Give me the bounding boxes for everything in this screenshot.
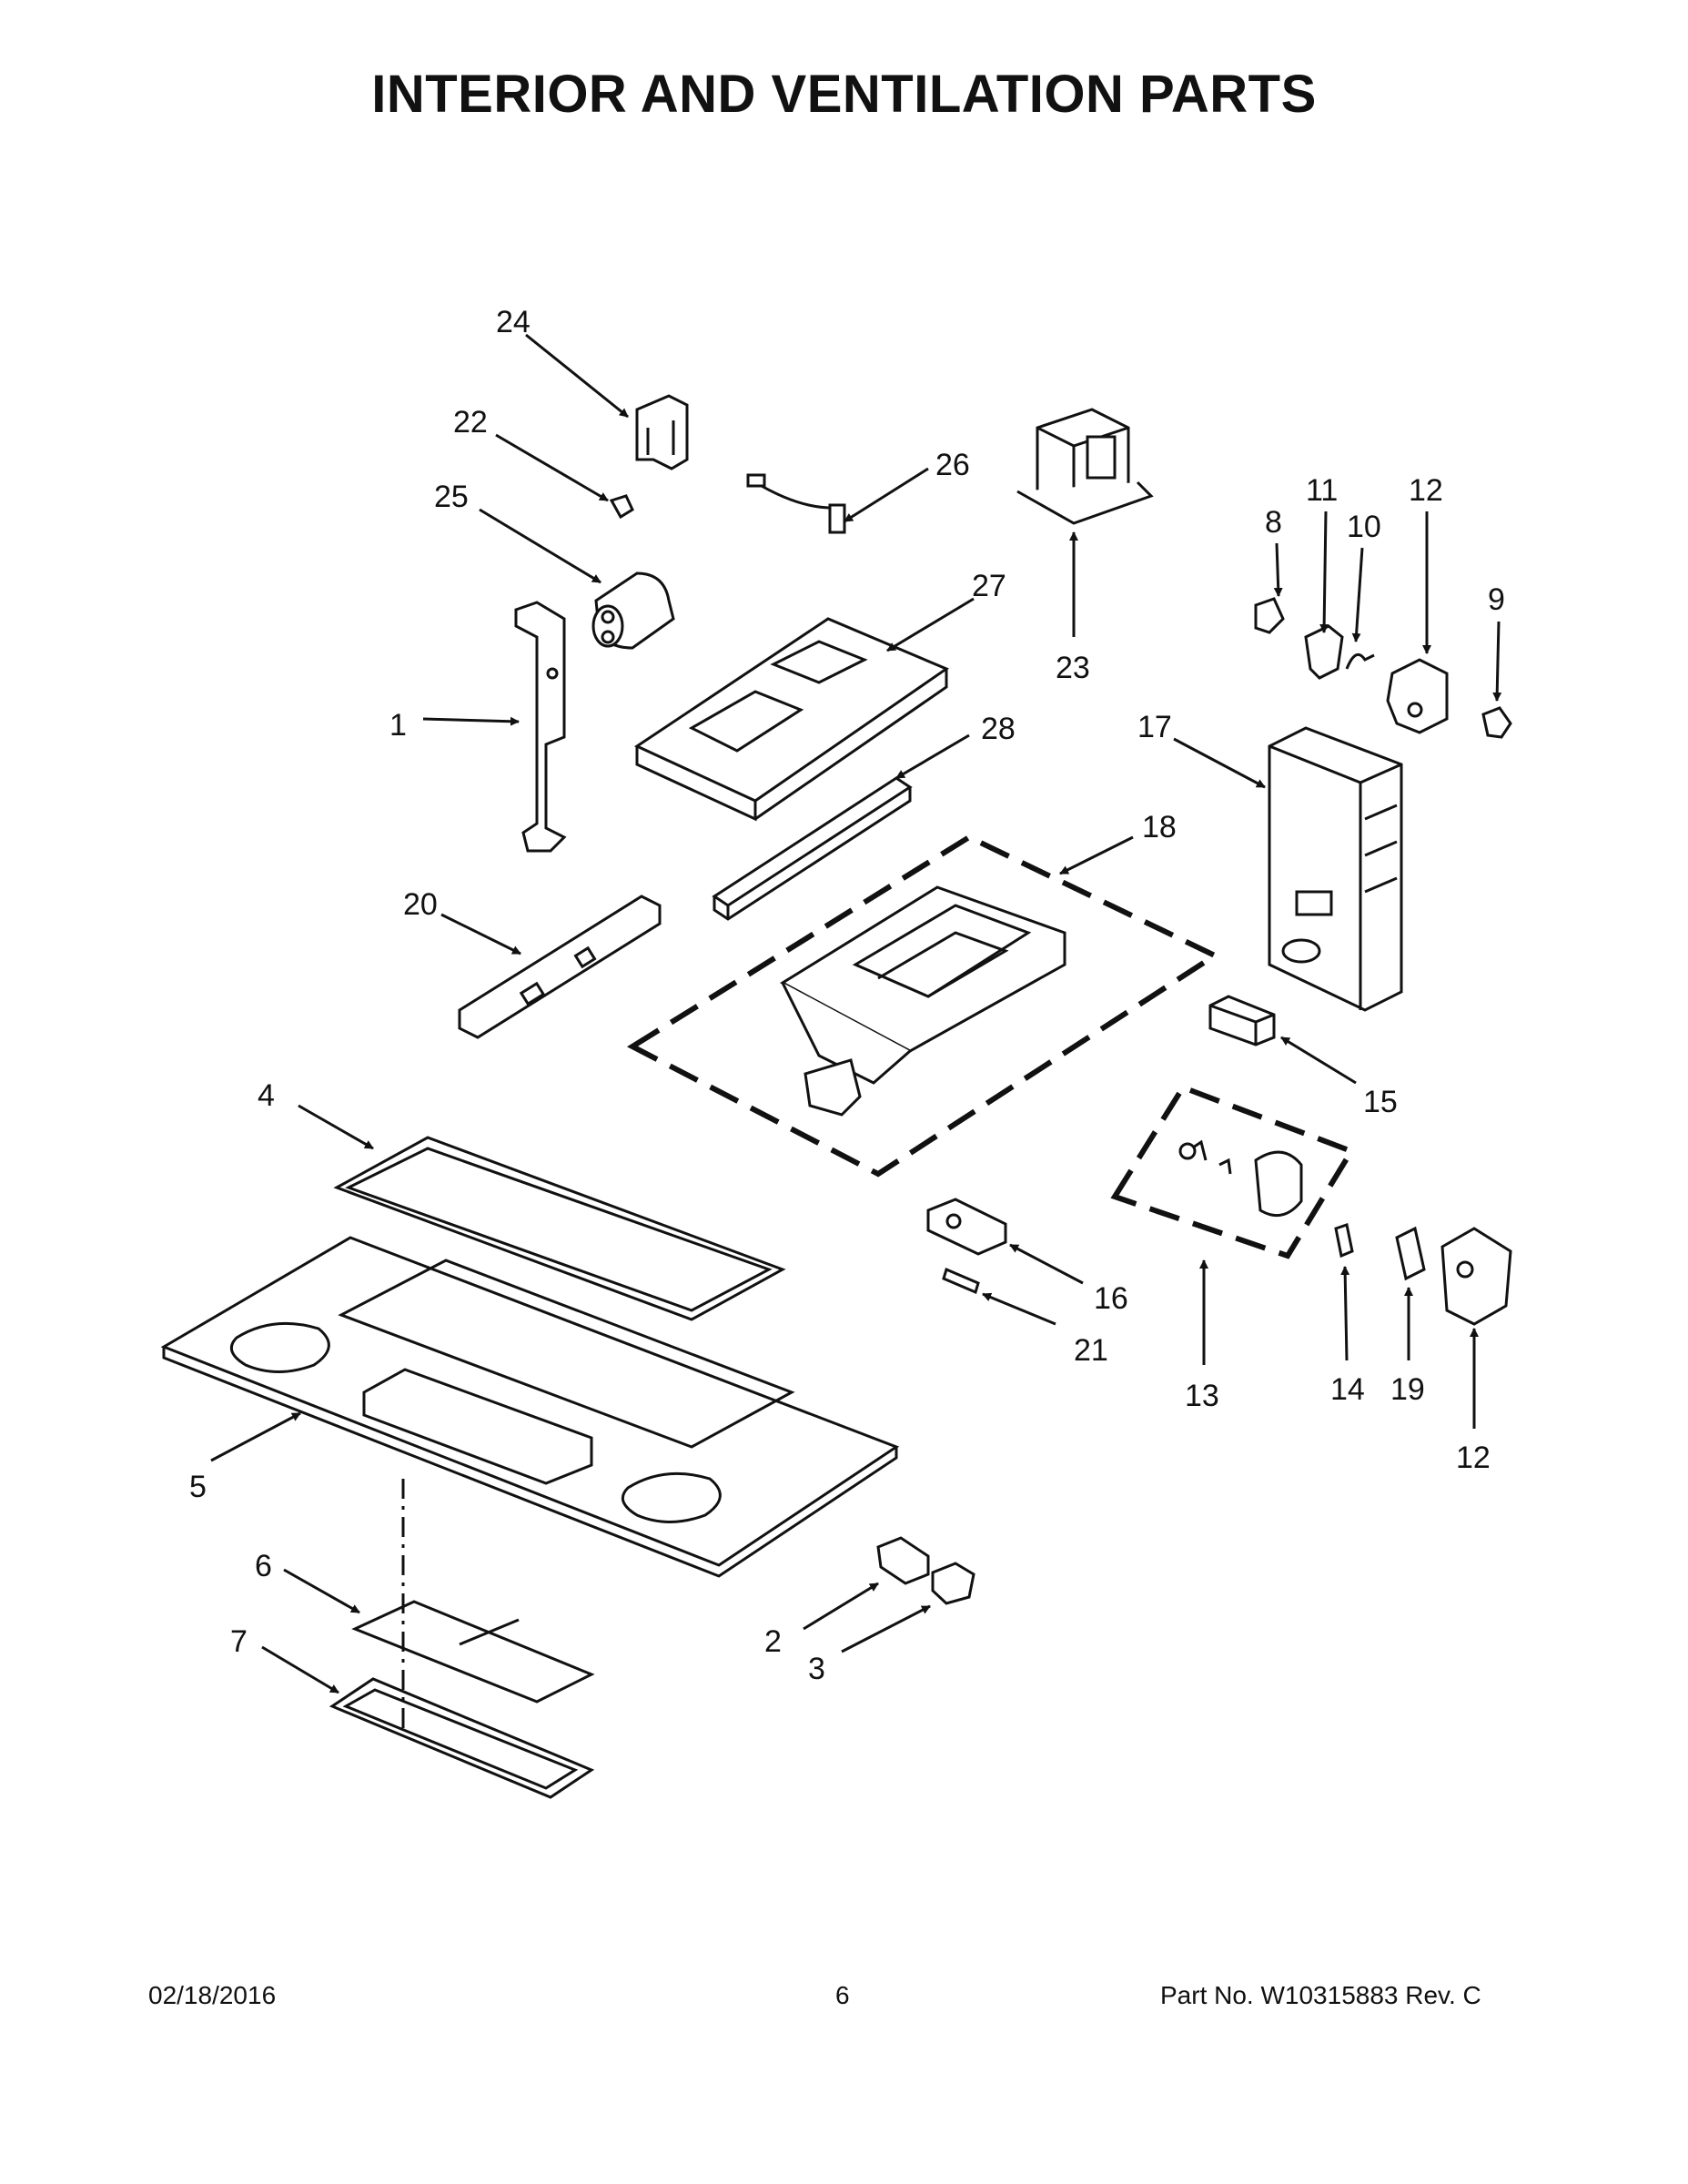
part-22-clip <box>609 494 634 520</box>
callout-13: 13 <box>1185 1379 1219 1413</box>
callout-5: 5 <box>189 1470 207 1504</box>
part-14-fuse-holder <box>1334 1223 1354 1259</box>
callout-24: 24 <box>496 305 531 339</box>
part-18-duct-assembly <box>626 834 1221 1178</box>
part-11-actuator <box>1304 624 1344 680</box>
callout-23: 23 <box>1056 651 1090 685</box>
part-8-switch <box>1254 597 1285 634</box>
callout-18: 18 <box>1142 810 1177 844</box>
part-17-housing <box>1268 726 1403 1012</box>
callout-20: 20 <box>403 887 438 922</box>
callout-21: 21 <box>1074 1333 1108 1368</box>
callout-17: 17 <box>1137 710 1172 744</box>
part-5-bottom-plate <box>160 1236 900 1578</box>
part-27-plate <box>633 617 950 822</box>
callout-28: 28 <box>981 712 1016 746</box>
part-2-socket <box>876 1536 930 1585</box>
leader-lines <box>210 333 1502 1694</box>
page-title: INTERIOR AND VENTILATION PARTS <box>371 65 1317 124</box>
part-21-fuse <box>942 1267 980 1295</box>
callout-11: 11 <box>1306 473 1338 508</box>
part-6-cover <box>351 1600 595 1704</box>
callout-2: 2 <box>764 1624 782 1659</box>
part-16-thermostat <box>926 1198 1007 1256</box>
part-28-rail <box>712 776 913 921</box>
callout-4: 4 <box>258 1078 275 1113</box>
callout-12-upper: 12 <box>1409 473 1443 508</box>
part-3-lamp <box>931 1562 975 1605</box>
footer-page-number: 6 <box>835 1981 850 2009</box>
part-20-bracket <box>458 895 662 1039</box>
part-24-clip <box>635 394 689 470</box>
callout-22: 22 <box>453 405 488 440</box>
callout-8: 8 <box>1265 505 1282 540</box>
callout-19: 19 <box>1390 1372 1425 1407</box>
callout-10: 10 <box>1347 510 1381 544</box>
part-1-bracket <box>514 601 567 853</box>
part-23-transformer <box>1016 408 1154 525</box>
callout-7: 7 <box>230 1624 248 1659</box>
part-9-switch <box>1481 706 1512 739</box>
part-26-sensor <box>746 473 846 534</box>
callout-27: 27 <box>972 569 1006 603</box>
part-25-capacitor <box>591 571 675 650</box>
part-7-frame <box>329 1677 595 1799</box>
callout-26: 26 <box>935 448 970 482</box>
callout-1: 1 <box>389 708 407 743</box>
callout-16: 16 <box>1094 1281 1128 1316</box>
callout-12-lower: 12 <box>1456 1441 1491 1475</box>
part-4-filter <box>333 1136 786 1321</box>
callout-3: 3 <box>808 1652 825 1686</box>
callout-25: 25 <box>434 480 469 514</box>
part-15-block <box>1208 995 1276 1046</box>
footer-part-number: Part No. W10315883 Rev. C <box>1160 1981 1481 2009</box>
part-19-sensor <box>1395 1226 1426 1281</box>
footer-date: 02/18/2016 <box>148 1981 277 2009</box>
part-10-spring <box>1345 652 1375 670</box>
callout-9: 9 <box>1488 582 1505 617</box>
part-13-motor-assembly <box>1110 1084 1356 1259</box>
part-12-switch-upper <box>1386 658 1449 734</box>
callout-6: 6 <box>255 1549 272 1583</box>
callout-15: 15 <box>1363 1085 1398 1119</box>
callout-14: 14 <box>1330 1372 1365 1407</box>
part-12-switch-lower <box>1440 1227 1512 1326</box>
